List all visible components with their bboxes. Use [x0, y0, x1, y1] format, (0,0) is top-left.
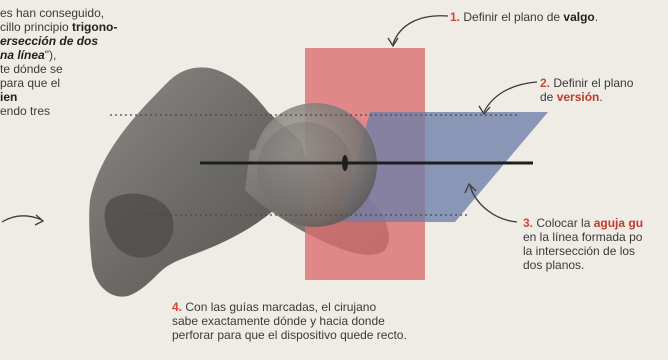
step-3-line-4: dos planos. [523, 258, 643, 272]
pointer-step2 [484, 82, 537, 112]
step-4-line-1-text: Con las guías marcadas, el cirujano [185, 300, 376, 314]
step-2-line-1: 2. Definir el plano [540, 76, 633, 90]
intro-line-5: te dónde se [0, 62, 117, 76]
step-4-line-1: 4. Con las guías marcadas, el cirujano [172, 300, 407, 314]
step-2-line-2c: . [599, 90, 602, 104]
step-1-text-c: . [595, 10, 598, 24]
step-2-caption: 2. Definir el plano de versión. [540, 76, 633, 104]
intro-line-4a: na línea [0, 48, 45, 62]
pointer-left [2, 216, 42, 222]
pointer-step1 [393, 16, 448, 44]
intro-line-4: na línea"), [0, 48, 117, 62]
step-4-number: 4. [172, 300, 182, 314]
intro-line-2b: trigono- [72, 20, 117, 34]
step-4-caption: 4. Con las guías marcadas, el cirujano s… [172, 300, 407, 342]
step-2-keyword: versión [557, 90, 600, 104]
step-1-caption: 1. Definir el plano de valgo. [450, 10, 598, 24]
step-1-number: 1. [450, 10, 460, 24]
step-2-line-2: de versión. [540, 90, 633, 104]
step-2-line-1-text: Definir el plano [553, 76, 633, 90]
needle-marker [342, 155, 348, 171]
femoral-head-inner [257, 122, 353, 218]
pointer-step1-head [388, 38, 398, 46]
intro-line-7: ien [0, 90, 117, 104]
step-4-line-3: perforar para que el dispositivo quede r… [172, 328, 407, 342]
step-1-text-a: Definir el plano de [463, 10, 563, 24]
step-3-line-1a: Colocar la [536, 216, 593, 230]
step-3-keyword: aguja gu [594, 216, 643, 230]
intro-line-2: cillo principio trigono- [0, 20, 117, 34]
intro-line-8: endo tres [0, 104, 117, 118]
step-4-line-2: sabe exactamente dónde y hacia donde [172, 314, 407, 328]
step-3-line-2: en la línea formada po [523, 230, 643, 244]
intro-line-4b: "), [45, 48, 57, 62]
step-3-line-1: 3. Colocar la aguja gu [523, 216, 643, 230]
intro-text: es han conseguido, cillo principio trigo… [0, 6, 117, 118]
intro-line-2a: cillo principio [0, 20, 72, 34]
step-3-line-3: la intersección de los [523, 244, 643, 258]
step-2-number: 2. [540, 76, 550, 90]
pointer-left-head [35, 215, 43, 225]
intro-line-6: para que el [0, 76, 117, 90]
step-1-keyword: valgo [563, 10, 594, 24]
intro-line-1: es han conseguido, [0, 6, 117, 20]
step-3-caption: 3. Colocar la aguja gu en la línea forma… [523, 216, 643, 272]
step-2-line-2a: de [540, 90, 557, 104]
intro-line-3: ersección de dos [0, 34, 117, 48]
step-3-number: 3. [523, 216, 533, 230]
